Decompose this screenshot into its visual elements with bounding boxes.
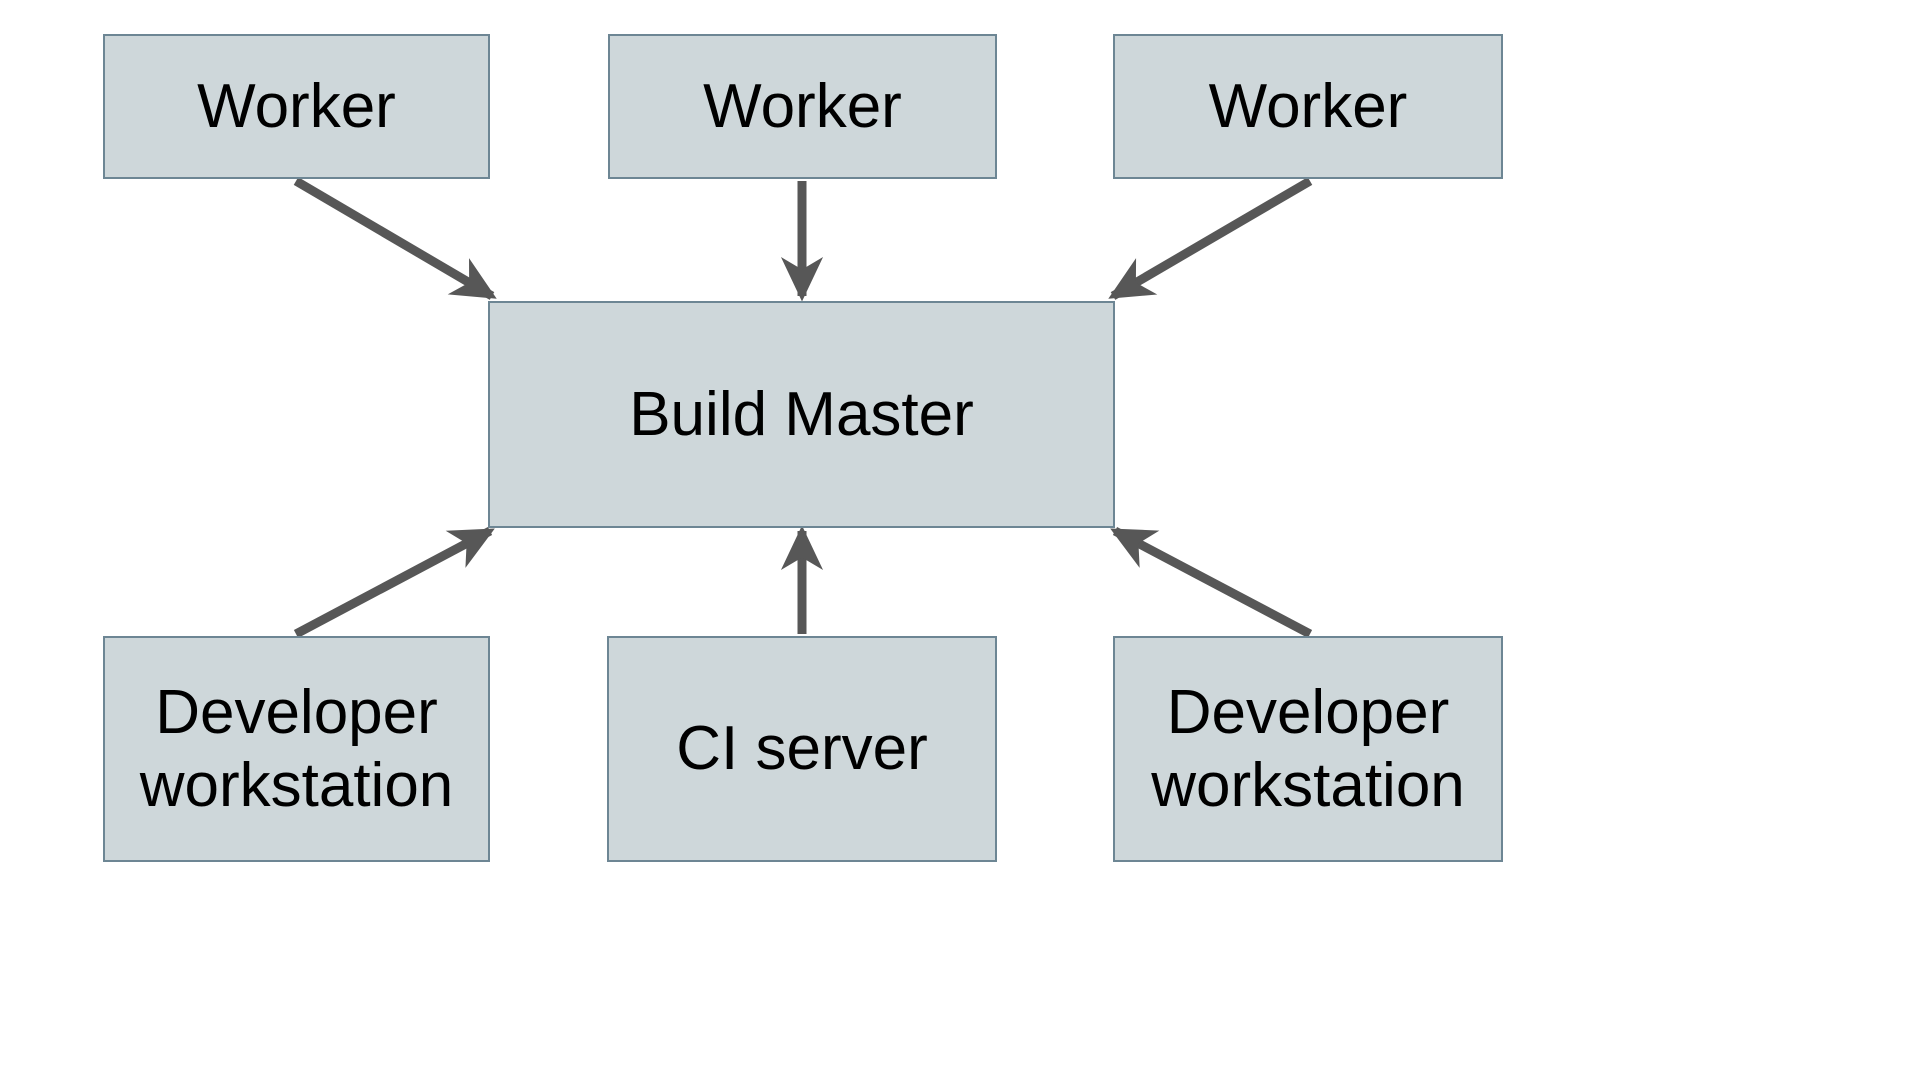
edge-worker3-to-master	[1108, 177, 1313, 300]
node-developer-workstation-right-label: Developer workstation	[1151, 677, 1465, 820]
edge-worker1-to-master	[293, 177, 497, 300]
node-worker-2[interactable]: Worker	[608, 34, 997, 179]
node-developer-workstation-left[interactable]: Developer workstation	[103, 636, 490, 862]
node-build-master-label: Build Master	[629, 379, 974, 449]
node-developer-workstation-left-label: Developer workstation	[139, 677, 454, 820]
node-worker-1[interactable]: Worker	[103, 34, 490, 179]
node-ci-server-label: CI server	[676, 714, 928, 784]
node-developer-workstation-right[interactable]: Developer workstation	[1113, 636, 1503, 862]
edge-devleft-to-master	[293, 527, 495, 638]
node-ci-server[interactable]: CI server	[607, 636, 997, 862]
node-worker-1-label: Worker	[197, 71, 396, 141]
node-worker-3-label: Worker	[1208, 71, 1408, 141]
node-worker-2-label: Worker	[703, 71, 902, 141]
node-build-master[interactable]: Build Master	[488, 301, 1115, 528]
edge-devright-to-master	[1110, 527, 1313, 638]
node-worker-3[interactable]: Worker	[1113, 34, 1503, 179]
